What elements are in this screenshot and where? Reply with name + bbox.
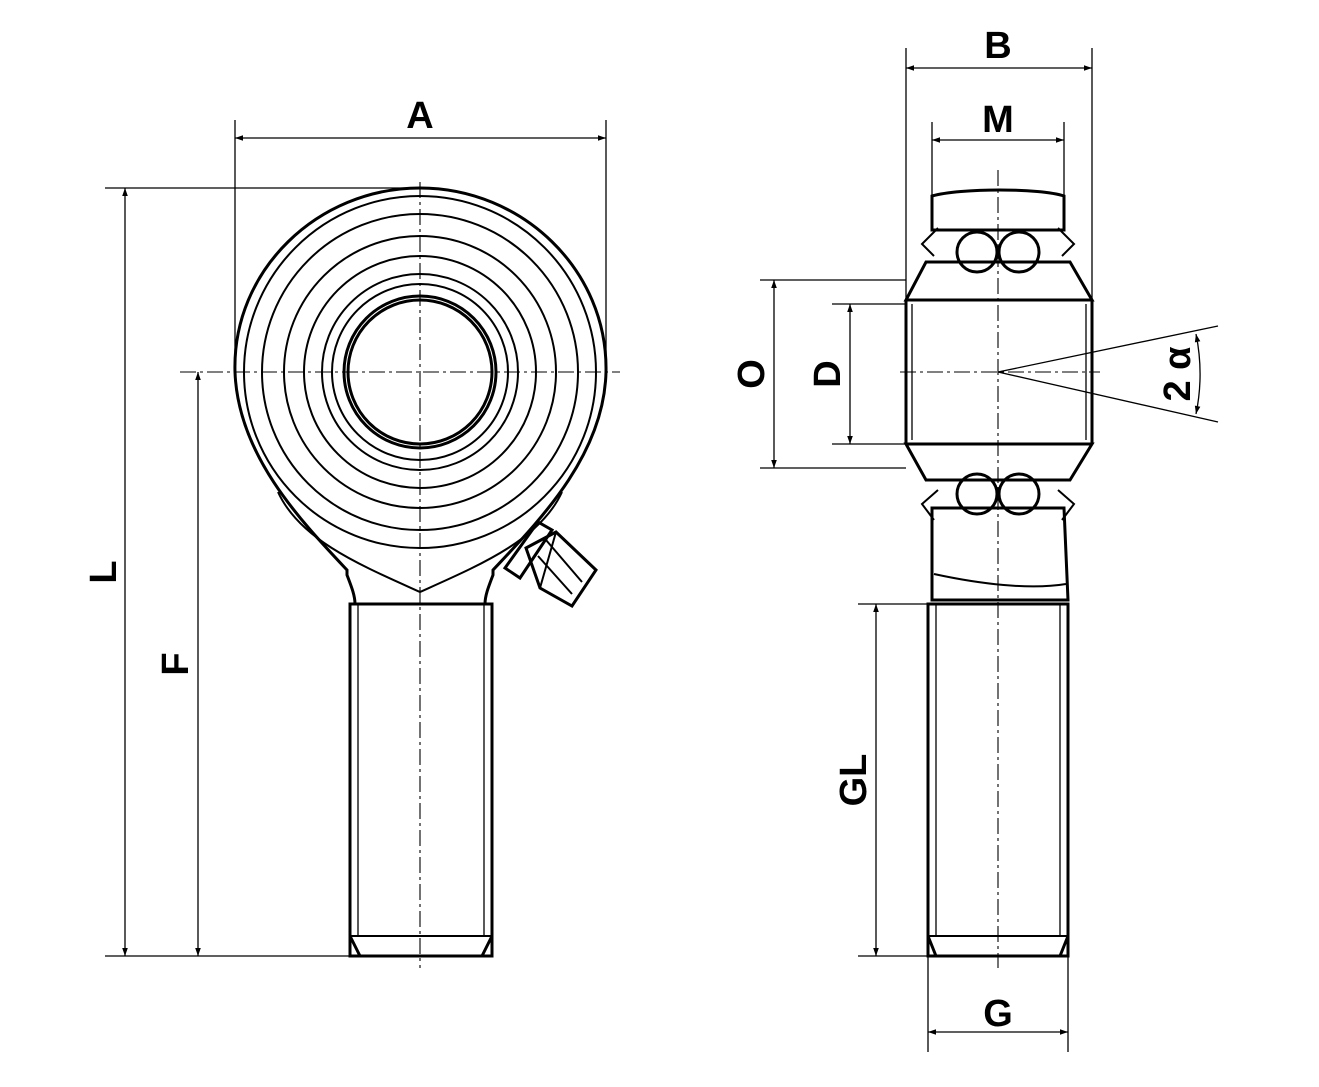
dim-2-alpha-arc bbox=[1194, 333, 1201, 415]
inner-ring-lower bbox=[903, 442, 1095, 482]
label-GL: GL bbox=[833, 754, 875, 807]
housing-upper bbox=[930, 188, 1066, 232]
dimension-labels: A L F B M O D 2 α GL G bbox=[83, 25, 1199, 1035]
ball-upper-right bbox=[997, 230, 1041, 274]
front-view-dimensions bbox=[105, 120, 607, 957]
housing-lower bbox=[930, 506, 1070, 602]
side-view-dimensions bbox=[760, 48, 1093, 1052]
ball-lower-left bbox=[955, 472, 999, 516]
label-2-alpha: 2 α bbox=[1157, 346, 1199, 401]
label-G: G bbox=[983, 993, 1013, 1035]
label-A: A bbox=[406, 95, 433, 137]
shank bbox=[348, 602, 494, 958]
ball-upper-left bbox=[955, 230, 999, 274]
label-F: F bbox=[155, 652, 197, 675]
label-B: B bbox=[984, 25, 1011, 67]
label-L: L bbox=[83, 560, 125, 583]
inner-ring-upper bbox=[903, 260, 1095, 302]
label-M: M bbox=[982, 99, 1014, 141]
label-D: D bbox=[807, 360, 849, 387]
front-view bbox=[180, 182, 620, 968]
head-outline bbox=[233, 186, 608, 606]
ball-lower-right bbox=[997, 472, 1041, 516]
side-section-view bbox=[900, 170, 1219, 968]
label-O: O bbox=[731, 359, 773, 389]
grease-nipple bbox=[502, 520, 598, 608]
